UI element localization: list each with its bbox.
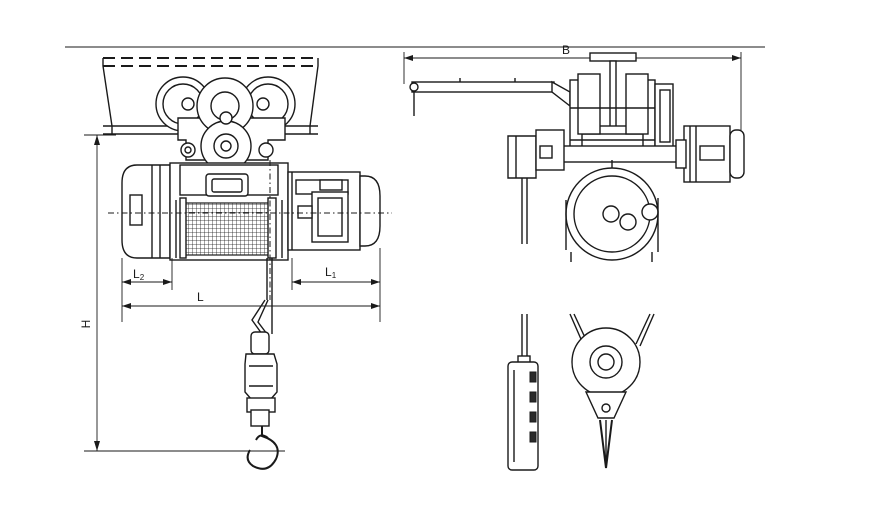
drum-end <box>565 160 659 261</box>
beam-section <box>581 52 645 135</box>
dim-b <box>403 52 742 130</box>
hook-block <box>244 331 278 427</box>
dim-l1 <box>291 248 381 322</box>
trolley-motor <box>675 125 745 183</box>
dim-l-label: L <box>197 290 204 304</box>
dim-l2-label: L2 <box>133 267 145 282</box>
wire-rope <box>251 258 273 335</box>
trolley-frame <box>177 77 286 172</box>
sheave-block <box>571 327 641 469</box>
dim-l2 <box>121 258 173 322</box>
left-end-cover <box>121 164 171 259</box>
pendant <box>507 314 539 471</box>
dim-l <box>122 303 380 309</box>
dim-h <box>84 134 285 452</box>
dim-b-label: B <box>562 43 570 57</box>
drum-housing <box>169 162 289 261</box>
hook <box>246 426 279 470</box>
dim-h-label: H <box>79 320 93 329</box>
trolley-side <box>559 73 685 163</box>
hoist-motor <box>287 171 381 251</box>
side-view: B <box>403 43 745 471</box>
dim-l1-label: L1 <box>325 265 337 280</box>
rail-bar <box>409 78 571 116</box>
control-box <box>507 129 565 244</box>
rope-drum <box>182 202 274 256</box>
front-view: H L2 L1 L <box>65 46 765 470</box>
